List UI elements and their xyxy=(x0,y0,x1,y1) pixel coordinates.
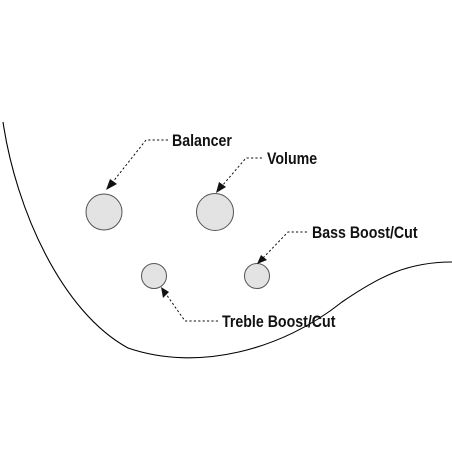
balancer-leader xyxy=(111,139,168,184)
volume-label: Volume xyxy=(267,150,318,168)
volume-knob xyxy=(196,193,234,231)
bass-arrowhead xyxy=(257,255,267,264)
volume-leader xyxy=(221,157,262,187)
bass-knob xyxy=(244,263,270,289)
balancer-label: Balancer xyxy=(172,132,232,150)
treble-leader xyxy=(165,293,218,322)
treble-arrowhead xyxy=(161,287,169,298)
balancer-knob xyxy=(85,193,123,231)
body-outline xyxy=(2,121,452,359)
volume-arrowhead xyxy=(216,182,226,193)
balancer-arrowhead xyxy=(106,179,117,190)
treble-boost-cut-label: Treble Boost/Cut xyxy=(222,313,335,331)
bass-boost-cut-label: Bass Boost/Cut xyxy=(312,224,418,242)
bass-leader xyxy=(262,231,307,259)
treble-knob xyxy=(141,263,167,289)
